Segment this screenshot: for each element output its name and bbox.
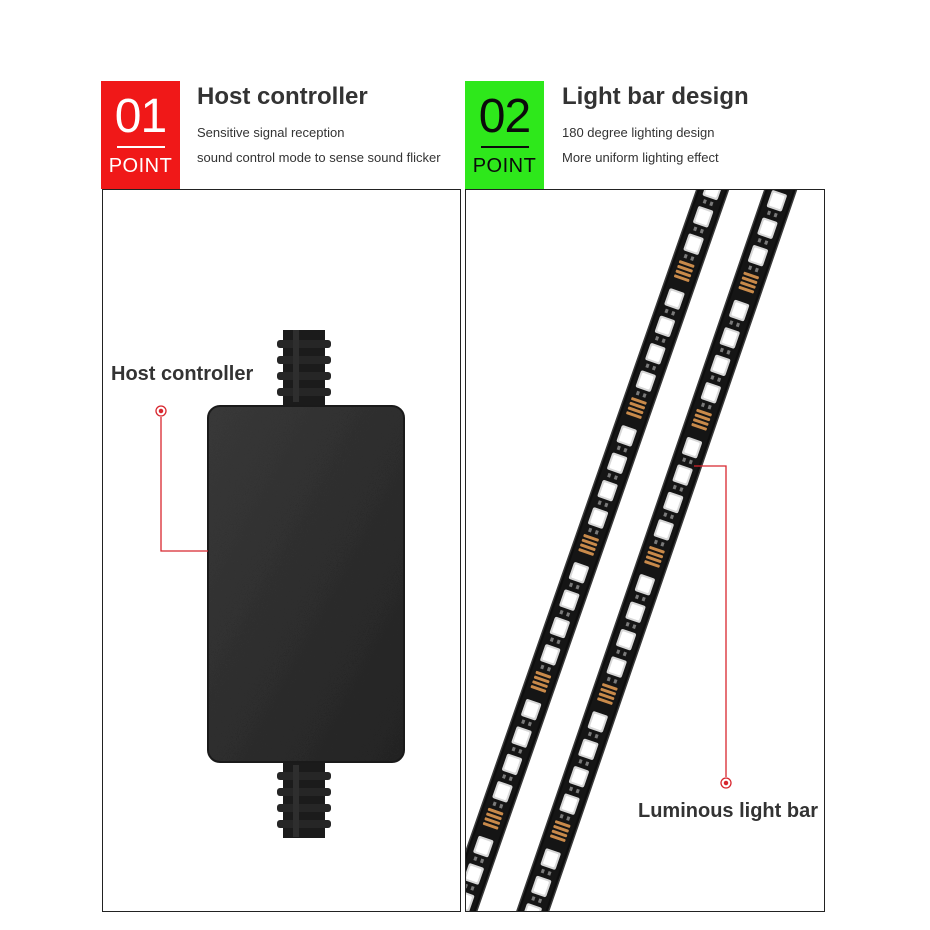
point-01-title: Host controller [197,83,368,110]
light-bar-image [466,190,800,911]
led-chip [606,656,627,684]
solder-pad [644,546,665,568]
point-02-line-1: 180 degree lighting design [562,125,715,140]
point-02-line-2: More uniform lighting effect [562,150,719,165]
controller-leader-line [155,405,208,552]
led-chip [702,190,723,207]
point-01-line-2: sound control mode to sense sound flicke… [197,150,441,165]
led-chip [540,644,561,672]
solder-pad [482,807,504,830]
cable-top [277,330,331,410]
led-chip [473,835,494,864]
point-02-label: POINT [472,154,537,177]
light-bar-panel [465,189,825,912]
led-chip [719,327,740,355]
point-02-number: 02 [478,90,531,143]
led-chip [531,875,552,904]
led-chip [502,753,523,782]
solder-pad [673,260,695,282]
led-chip [693,206,714,234]
solder-pad [578,534,599,556]
solder-pad [550,820,571,842]
led-chip [654,315,675,344]
led-chip [766,190,787,218]
light-strip-left [466,190,732,911]
led-chip [645,343,666,371]
solder-pad [691,408,712,431]
badge-divider [480,146,529,148]
led-chip [663,491,684,520]
led-chip [664,288,685,316]
led-chip [559,793,580,821]
led-chip [559,589,580,617]
led-chip [635,370,656,398]
solder-pad [530,670,552,693]
point-02-title: Light bar design [562,83,749,110]
led-chip [597,480,618,508]
led-chip [616,425,637,453]
led-chip [625,601,646,629]
led-chip [616,629,637,657]
led-chip [748,245,768,273]
led-chip [492,781,513,809]
led-chip [672,464,693,492]
host-controller-callout: Host controller [111,363,254,385]
host-controller-panel [102,189,461,912]
light-bar-callout: Luminous light bar [638,800,818,822]
led-chip [700,382,721,410]
led-chip [549,616,570,645]
led-chip [568,562,589,590]
point-01-line-1: Sensitive signal reception [197,125,345,140]
led-chip [511,726,532,754]
led-chip [607,452,628,481]
controller-body [208,406,404,762]
led-chip [653,519,674,547]
led-chip [521,903,542,911]
badge-divider [116,146,165,148]
led-chip [578,738,599,767]
point-01-number: 01 [114,90,167,143]
light-strip-right [512,190,800,911]
solder-pad [738,271,759,294]
led-chip [588,507,609,535]
point-01-badge: 01 POINT [101,81,180,189]
solder-pad [597,683,618,705]
led-chip [710,354,731,383]
led-chip [521,699,542,727]
led-chip [587,711,608,739]
led-chip [540,848,561,876]
led-chip [729,299,750,328]
led-chip [683,233,704,261]
host-controller-image [155,330,405,838]
led-chip [466,863,484,891]
led-chip [634,574,655,602]
point-02-badge: 02 POINT [465,81,544,189]
light-bar-leader-line [694,465,732,789]
point-01-label: POINT [108,154,173,177]
led-chip [757,217,778,245]
cable-bottom [277,758,331,838]
led-chip [682,437,702,465]
led-chip [466,890,475,911]
led-chip [568,766,589,794]
solder-pad [626,397,647,419]
